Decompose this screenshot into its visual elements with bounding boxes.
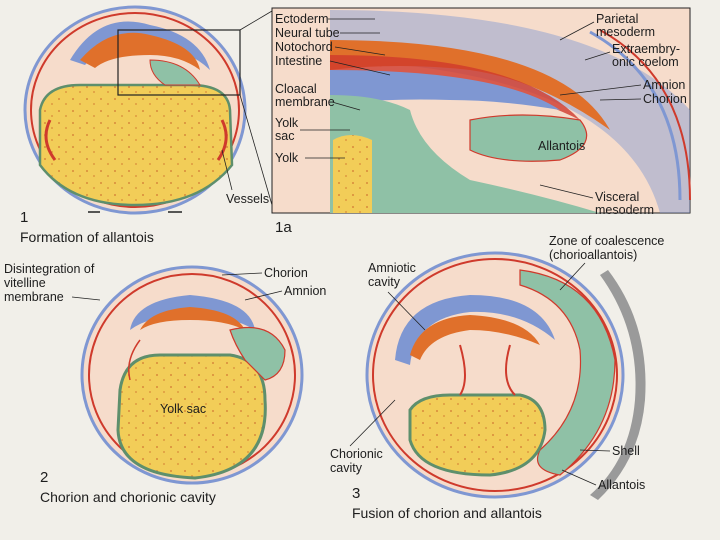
panel-3-label-amniotic-cavity-1: Amniotic	[368, 261, 416, 275]
panel-3-label-chorionic-cavity-1: Chorionic	[330, 447, 383, 461]
panel-2-caption: Chorion and chorionic cavity	[40, 489, 216, 505]
panel-2-egg	[82, 267, 302, 483]
label-parietal-mesoderm-1: Parietal	[596, 12, 638, 26]
panel-3-label-zone-1: Zone of coalescence	[549, 234, 664, 248]
label-chorion: Chorion	[643, 92, 687, 106]
panel-2-label-disintegration-2: vitelline	[4, 276, 46, 290]
label-visceral-mesoderm-1: Visceral	[595, 190, 639, 204]
panel-3-label-zone-2: (chorioallantois)	[549, 248, 637, 262]
panel-3-label-chorionic-cavity-2: cavity	[330, 461, 363, 475]
label-allantois-1a: Allantois	[538, 139, 585, 153]
label-intestine: Intestine	[275, 54, 322, 68]
label-parietal-mesoderm-2: mesoderm	[596, 25, 655, 39]
label-ectoderm: Ectoderm	[275, 12, 329, 26]
panel-1-yolk	[40, 85, 232, 205]
panel-1-egg	[25, 7, 272, 213]
label-yolk-sac-1: Yolk	[275, 116, 299, 130]
panel-3-number: 3	[352, 485, 360, 502]
panel-1-caption: Formation of allantois	[20, 229, 154, 245]
panel-2-yolk	[118, 355, 265, 478]
panel-2-label-disintegration-1: Disintegration of	[4, 262, 95, 276]
panel-2-number: 2	[40, 469, 48, 486]
panel-3-caption: Fusion of chorion and allantois	[352, 505, 542, 521]
label-yolk-sac-2: sac	[275, 129, 294, 143]
label-notochord: Notochord	[275, 40, 333, 54]
label-neural-tube: Neural tube	[275, 26, 340, 40]
panel-3-yolk	[410, 395, 545, 475]
panel-3-label-allantois: Allantois	[598, 478, 645, 492]
label-extraembryonic-coelom-2: onic coelom	[612, 55, 679, 69]
label-yolk: Yolk	[275, 151, 299, 165]
label-cloacal-membrane-1: Cloacal	[275, 82, 317, 96]
label-extraembryonic-coelom-1: Extraembry-	[612, 42, 680, 56]
label-amnion: Amnion	[643, 78, 685, 92]
label-cloacal-membrane-2: membrane	[275, 95, 335, 109]
panel-1-label-vessels: Vessels	[226, 192, 269, 206]
label-visceral-mesoderm-2: mesoderm	[595, 203, 654, 217]
panel-2-label-chorion: Chorion	[264, 266, 308, 280]
panel-1-number: 1	[20, 209, 28, 226]
panel-1a-number: 1a	[275, 219, 292, 236]
panel-2-label-yolk-sac: Yolk sac	[160, 402, 206, 416]
panel-2-label-disintegration-3: membrane	[4, 290, 64, 304]
panel-3-egg	[367, 253, 646, 500]
panel-2-label-amnion: Amnion	[284, 284, 326, 298]
panel-3-label-shell: Shell	[612, 444, 640, 458]
panel-3-label-amniotic-cavity-2: cavity	[368, 275, 401, 289]
